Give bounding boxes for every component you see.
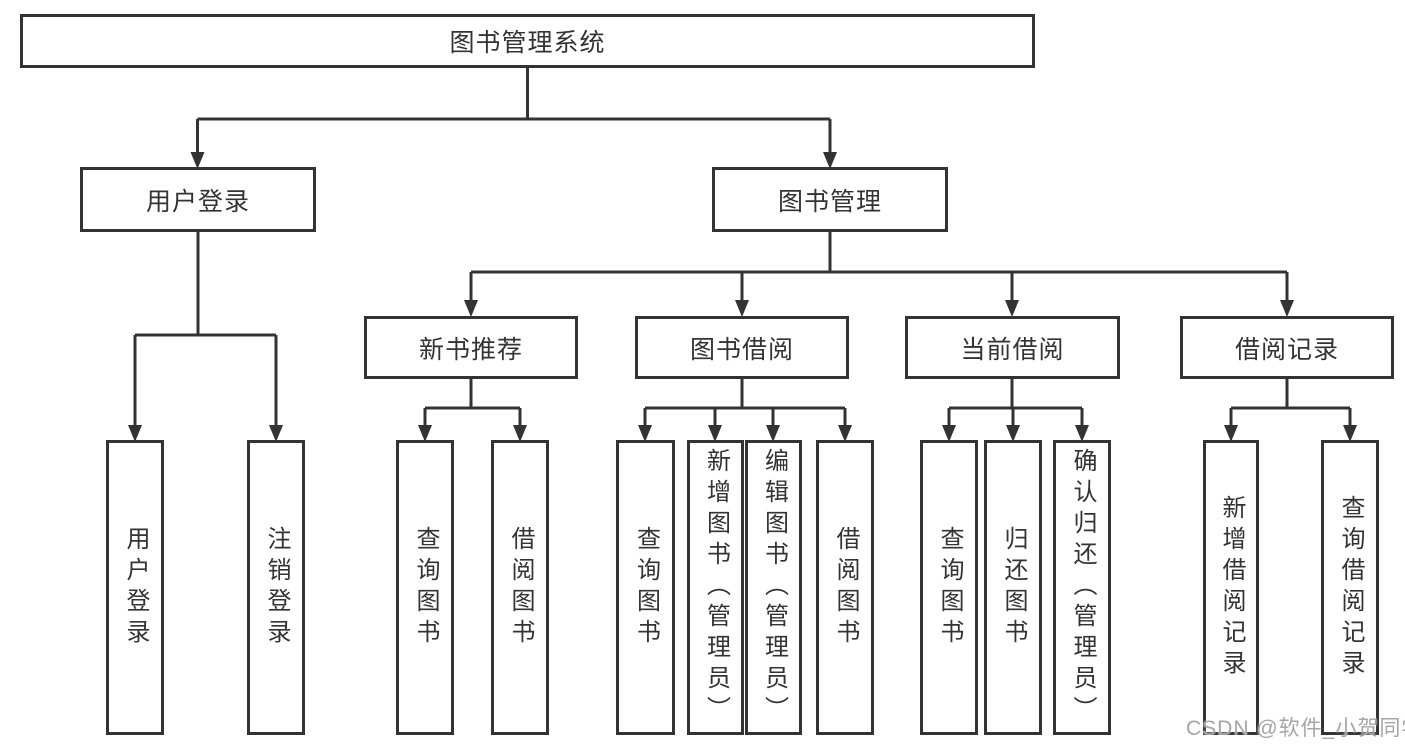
node-current-borrow: 当前借阅	[905, 316, 1120, 379]
leaf-confirm-return-admin: 确认归还（管理员）	[1053, 440, 1111, 735]
node-borrow-record: 借阅记录	[1180, 316, 1394, 379]
node-book-borrow: 图书借阅	[635, 316, 849, 379]
leaf-add-borrow-record: 新增借阅记录	[1203, 440, 1259, 735]
leaf-label: 借阅图书	[832, 525, 859, 650]
leaf-borrow-books: 借阅图书	[816, 440, 874, 735]
leaf-user-login: 用户登录	[106, 440, 164, 735]
leaf-return-books: 归还图书	[984, 440, 1042, 735]
leaf-query-books-borrow: 查询图书	[616, 440, 675, 735]
leaf-borrow-books-recommend: 借阅图书	[491, 440, 549, 735]
leaf-label: 归还图书	[1000, 525, 1027, 650]
leaf-logout: 注销登录	[247, 440, 305, 735]
leaf-add-books-admin: 新增图书（管理员）	[687, 440, 744, 735]
leaf-label: 确认归还（管理员）	[1069, 448, 1096, 727]
leaf-label: 用户登录	[122, 525, 149, 650]
leaf-label: 注销登录	[263, 525, 290, 650]
node-user-login: 用户登录	[80, 167, 316, 232]
leaf-query-books-current: 查询图书	[920, 440, 978, 735]
leaf-label: 查询图书	[632, 525, 660, 650]
leaf-label: 新增图书（管理员）	[702, 448, 730, 727]
leaf-label: 查询图书	[412, 525, 439, 650]
leaf-label: 借阅图书	[507, 525, 534, 650]
leaf-label: 编辑图书（管理员）	[760, 448, 788, 727]
leaf-label: 查询图书	[936, 525, 963, 650]
node-book-management: 图书管理	[712, 167, 948, 232]
csdn-watermark: CSDN @软件_小贺同学	[1186, 717, 1405, 740]
leaf-edit-books-admin: 编辑图书（管理员）	[745, 440, 802, 735]
leaf-label: 新增借阅记录	[1218, 494, 1245, 681]
node-new-book-recommend: 新书推荐	[364, 316, 578, 379]
node-library-management-system: 图书管理系统	[20, 14, 1035, 68]
leaf-query-borrow-record: 查询借阅记录	[1321, 440, 1379, 735]
leaf-label: 查询借阅记录	[1337, 494, 1364, 681]
leaf-query-books-recommend: 查询图书	[396, 440, 454, 735]
